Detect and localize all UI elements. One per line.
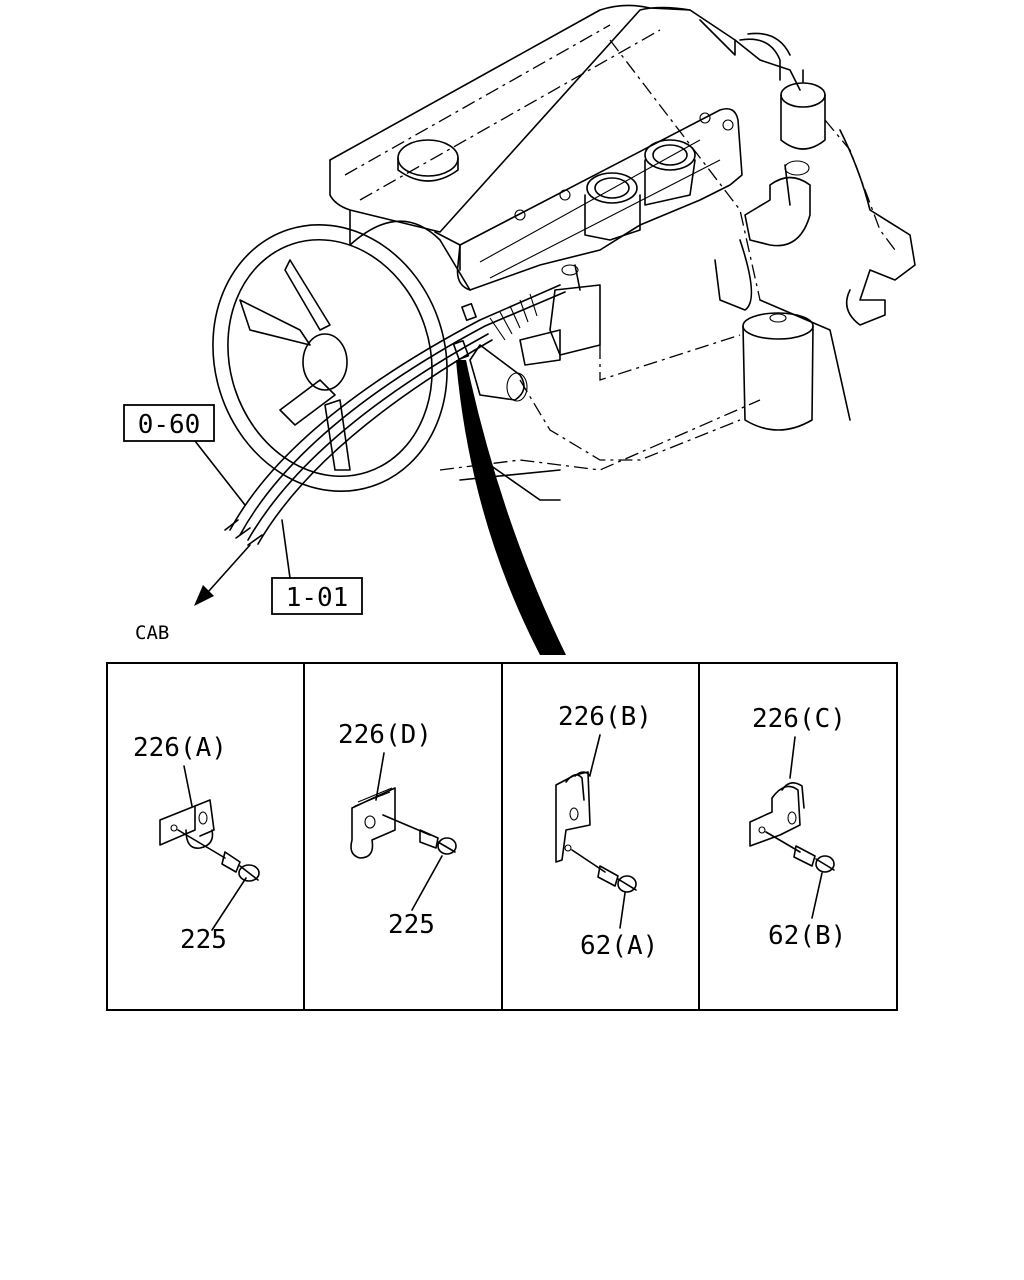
engine-illustration bbox=[212, 4, 916, 655]
detail-panel-226b: 226(B) 62(A) bbox=[555, 702, 658, 961]
detail-panel-226c: 226(C) 62(B) bbox=[749, 704, 846, 951]
detail-panel-226d: 226(D) 225 bbox=[338, 720, 457, 940]
part-label-62b: 62(B) bbox=[768, 921, 846, 951]
part-label-226c: 226(C) bbox=[752, 704, 846, 734]
reference-box-1-01-label: 1-01 bbox=[286, 583, 349, 613]
part-label-226b: 226(B) bbox=[558, 702, 652, 732]
reference-box-0-60[interactable]: 0-60 bbox=[123, 404, 215, 442]
cab-label: CAB bbox=[135, 622, 169, 644]
detail-panel-226a: 226(A) 225 bbox=[133, 733, 260, 955]
detail-callout-wedge bbox=[456, 360, 566, 655]
part-label-225-a: 225 bbox=[180, 925, 227, 955]
detail-panels bbox=[106, 662, 898, 1011]
part-label-62a: 62(A) bbox=[580, 931, 658, 961]
reference-box-1-01[interactable]: 1-01 bbox=[271, 577, 363, 615]
part-label-226a: 226(A) bbox=[133, 733, 227, 763]
leader-1-01 bbox=[281, 519, 291, 579]
part-label-225-d: 225 bbox=[388, 910, 435, 940]
leader-0-60 bbox=[194, 440, 246, 506]
part-label-226d: 226(D) bbox=[338, 720, 432, 750]
reference-box-0-60-label: 0-60 bbox=[138, 410, 201, 440]
cab-direction-arrow bbox=[194, 544, 251, 606]
